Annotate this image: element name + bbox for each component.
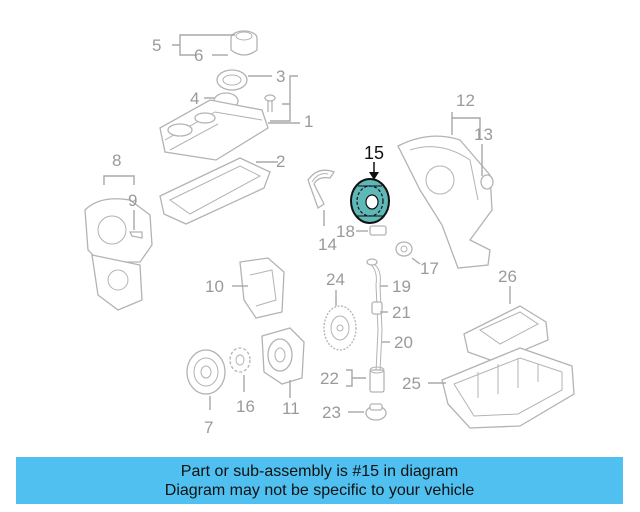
banner-line-part: Part or sub-assembly is #15 in diagram — [180, 463, 459, 480]
label-2: 2 — [276, 152, 285, 171]
label-14: 14 — [318, 235, 337, 254]
oil-pan-baffle — [463, 305, 549, 363]
banner-line-disclaimer: Diagram may not be specific to your vehi… — [164, 482, 475, 499]
label-17: 17 — [420, 259, 439, 278]
rear-timing-cover — [397, 135, 493, 269]
label-3: 3 — [276, 67, 285, 86]
bolt — [264, 94, 276, 112]
timing-cover-upper — [84, 198, 153, 311]
label-22: 22 — [320, 369, 339, 388]
label-19: 19 — [392, 277, 411, 296]
label-13: 13 — [474, 125, 493, 144]
label-18: 18 — [336, 222, 355, 241]
crankshaft-pulley — [186, 349, 226, 395]
engine-bracket — [239, 257, 285, 319]
oil-dipstick-tube — [366, 258, 385, 393]
oil-filler-cap — [230, 30, 258, 56]
label-24: 24 — [326, 270, 345, 289]
label-7: 7 — [204, 418, 213, 437]
label-6: 6 — [194, 46, 203, 65]
valve-cover — [159, 99, 269, 161]
camshaft-sprocket — [350, 178, 390, 224]
water-pump — [261, 327, 305, 385]
label-9: 9 — [128, 191, 137, 210]
label-5: 5 — [152, 36, 161, 55]
timing-belt — [307, 169, 335, 210]
exploded-parts-diagram: 5 6 3 4 1 2 8 9 15 12 13 14 18 17 10 24 … — [84, 30, 575, 437]
label-8: 8 — [112, 151, 121, 170]
oil-level-sensor — [365, 403, 387, 421]
label-4: 4 — [190, 89, 199, 108]
idler-pulley — [395, 241, 413, 257]
label-1: 1 — [304, 112, 313, 131]
info-banner: Part or sub-assembly is #15 in diagram D… — [16, 457, 623, 504]
label-16: 16 — [236, 397, 255, 416]
label-23: 23 — [322, 403, 341, 422]
label-15: 15 — [364, 143, 384, 163]
label-21: 21 — [392, 303, 411, 322]
seal-ring — [216, 69, 248, 91]
label-12: 12 — [456, 91, 475, 110]
camshaft-sensor — [369, 225, 387, 236]
label-25: 25 — [402, 374, 421, 393]
plug-13 — [480, 174, 494, 190]
bolt-small — [128, 231, 143, 239]
oil-pan — [441, 347, 575, 429]
label-26: 26 — [498, 267, 517, 286]
flywheel — [323, 305, 357, 351]
label-11: 11 — [282, 399, 300, 418]
label-10: 10 — [205, 277, 224, 296]
valve-cover-gasket — [159, 157, 271, 225]
crank-sprocket — [229, 347, 251, 373]
label-20: 20 — [394, 333, 413, 352]
